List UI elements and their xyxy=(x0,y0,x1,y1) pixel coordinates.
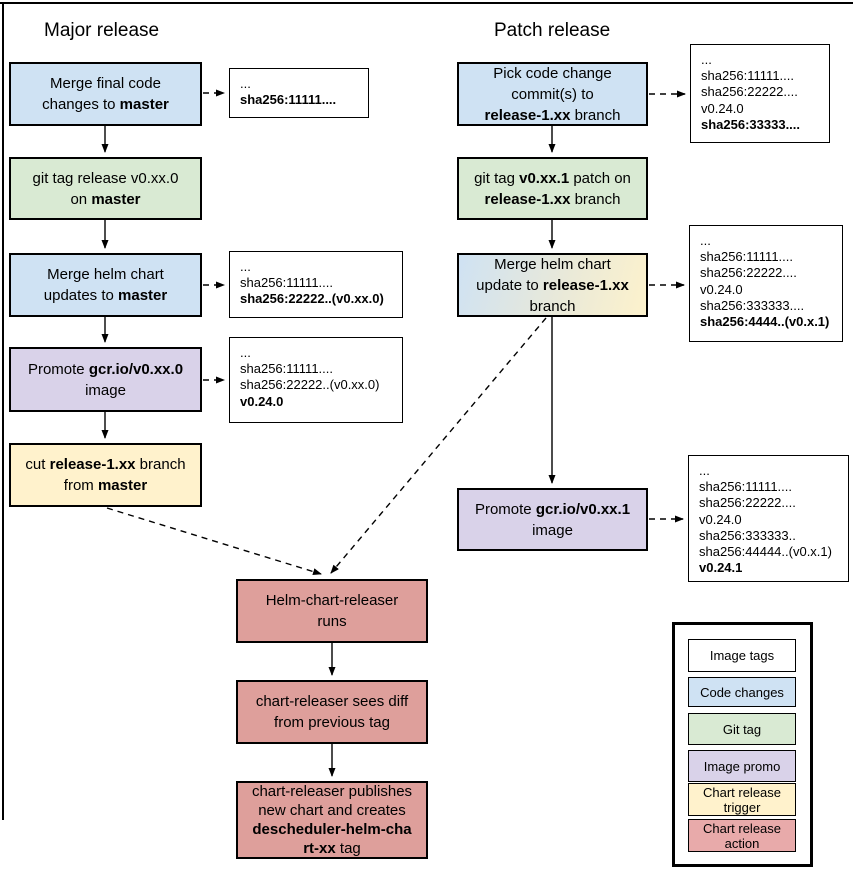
legend-item-chart-release-trigger: Chart release trigger xyxy=(688,783,796,816)
major-release-title: Major release xyxy=(44,20,160,41)
dashed-arrow-trigger-major xyxy=(106,507,322,575)
image-tags-annotation-1: ...sha256:11111.... xyxy=(229,68,369,118)
image-tags-annotation-5: ...sha256:11111....sha256:22222....v0.24… xyxy=(689,225,843,342)
image-tags-annotation-4: ...sha256:11111....sha256:22222....v0.24… xyxy=(690,44,830,143)
legend-item-code-changes: Code changes xyxy=(688,677,796,707)
image-tags-annotation-2: ...sha256:11111....sha256:22222..(v0.xx.… xyxy=(229,251,403,318)
canvas-border-left xyxy=(2,2,4,820)
legend-item-git-tag: Git tag xyxy=(688,713,796,745)
canvas-border-top xyxy=(0,2,853,4)
image-tags-annotation-6: ...sha256:11111....sha256:22222....v0.24… xyxy=(688,455,849,582)
legend-item-image-promo: Image promo xyxy=(688,750,796,782)
image-tags-annotation-3: ...sha256:11111....sha256:22222..(v0.xx.… xyxy=(229,337,403,423)
legend-item-chart-release-action: Chart release action xyxy=(688,819,796,852)
patch-release-title: Patch release xyxy=(494,20,611,41)
legend: Image tags Code changes Git tag Image pr… xyxy=(672,622,813,867)
legend-item-image-tags: Image tags xyxy=(688,639,796,672)
